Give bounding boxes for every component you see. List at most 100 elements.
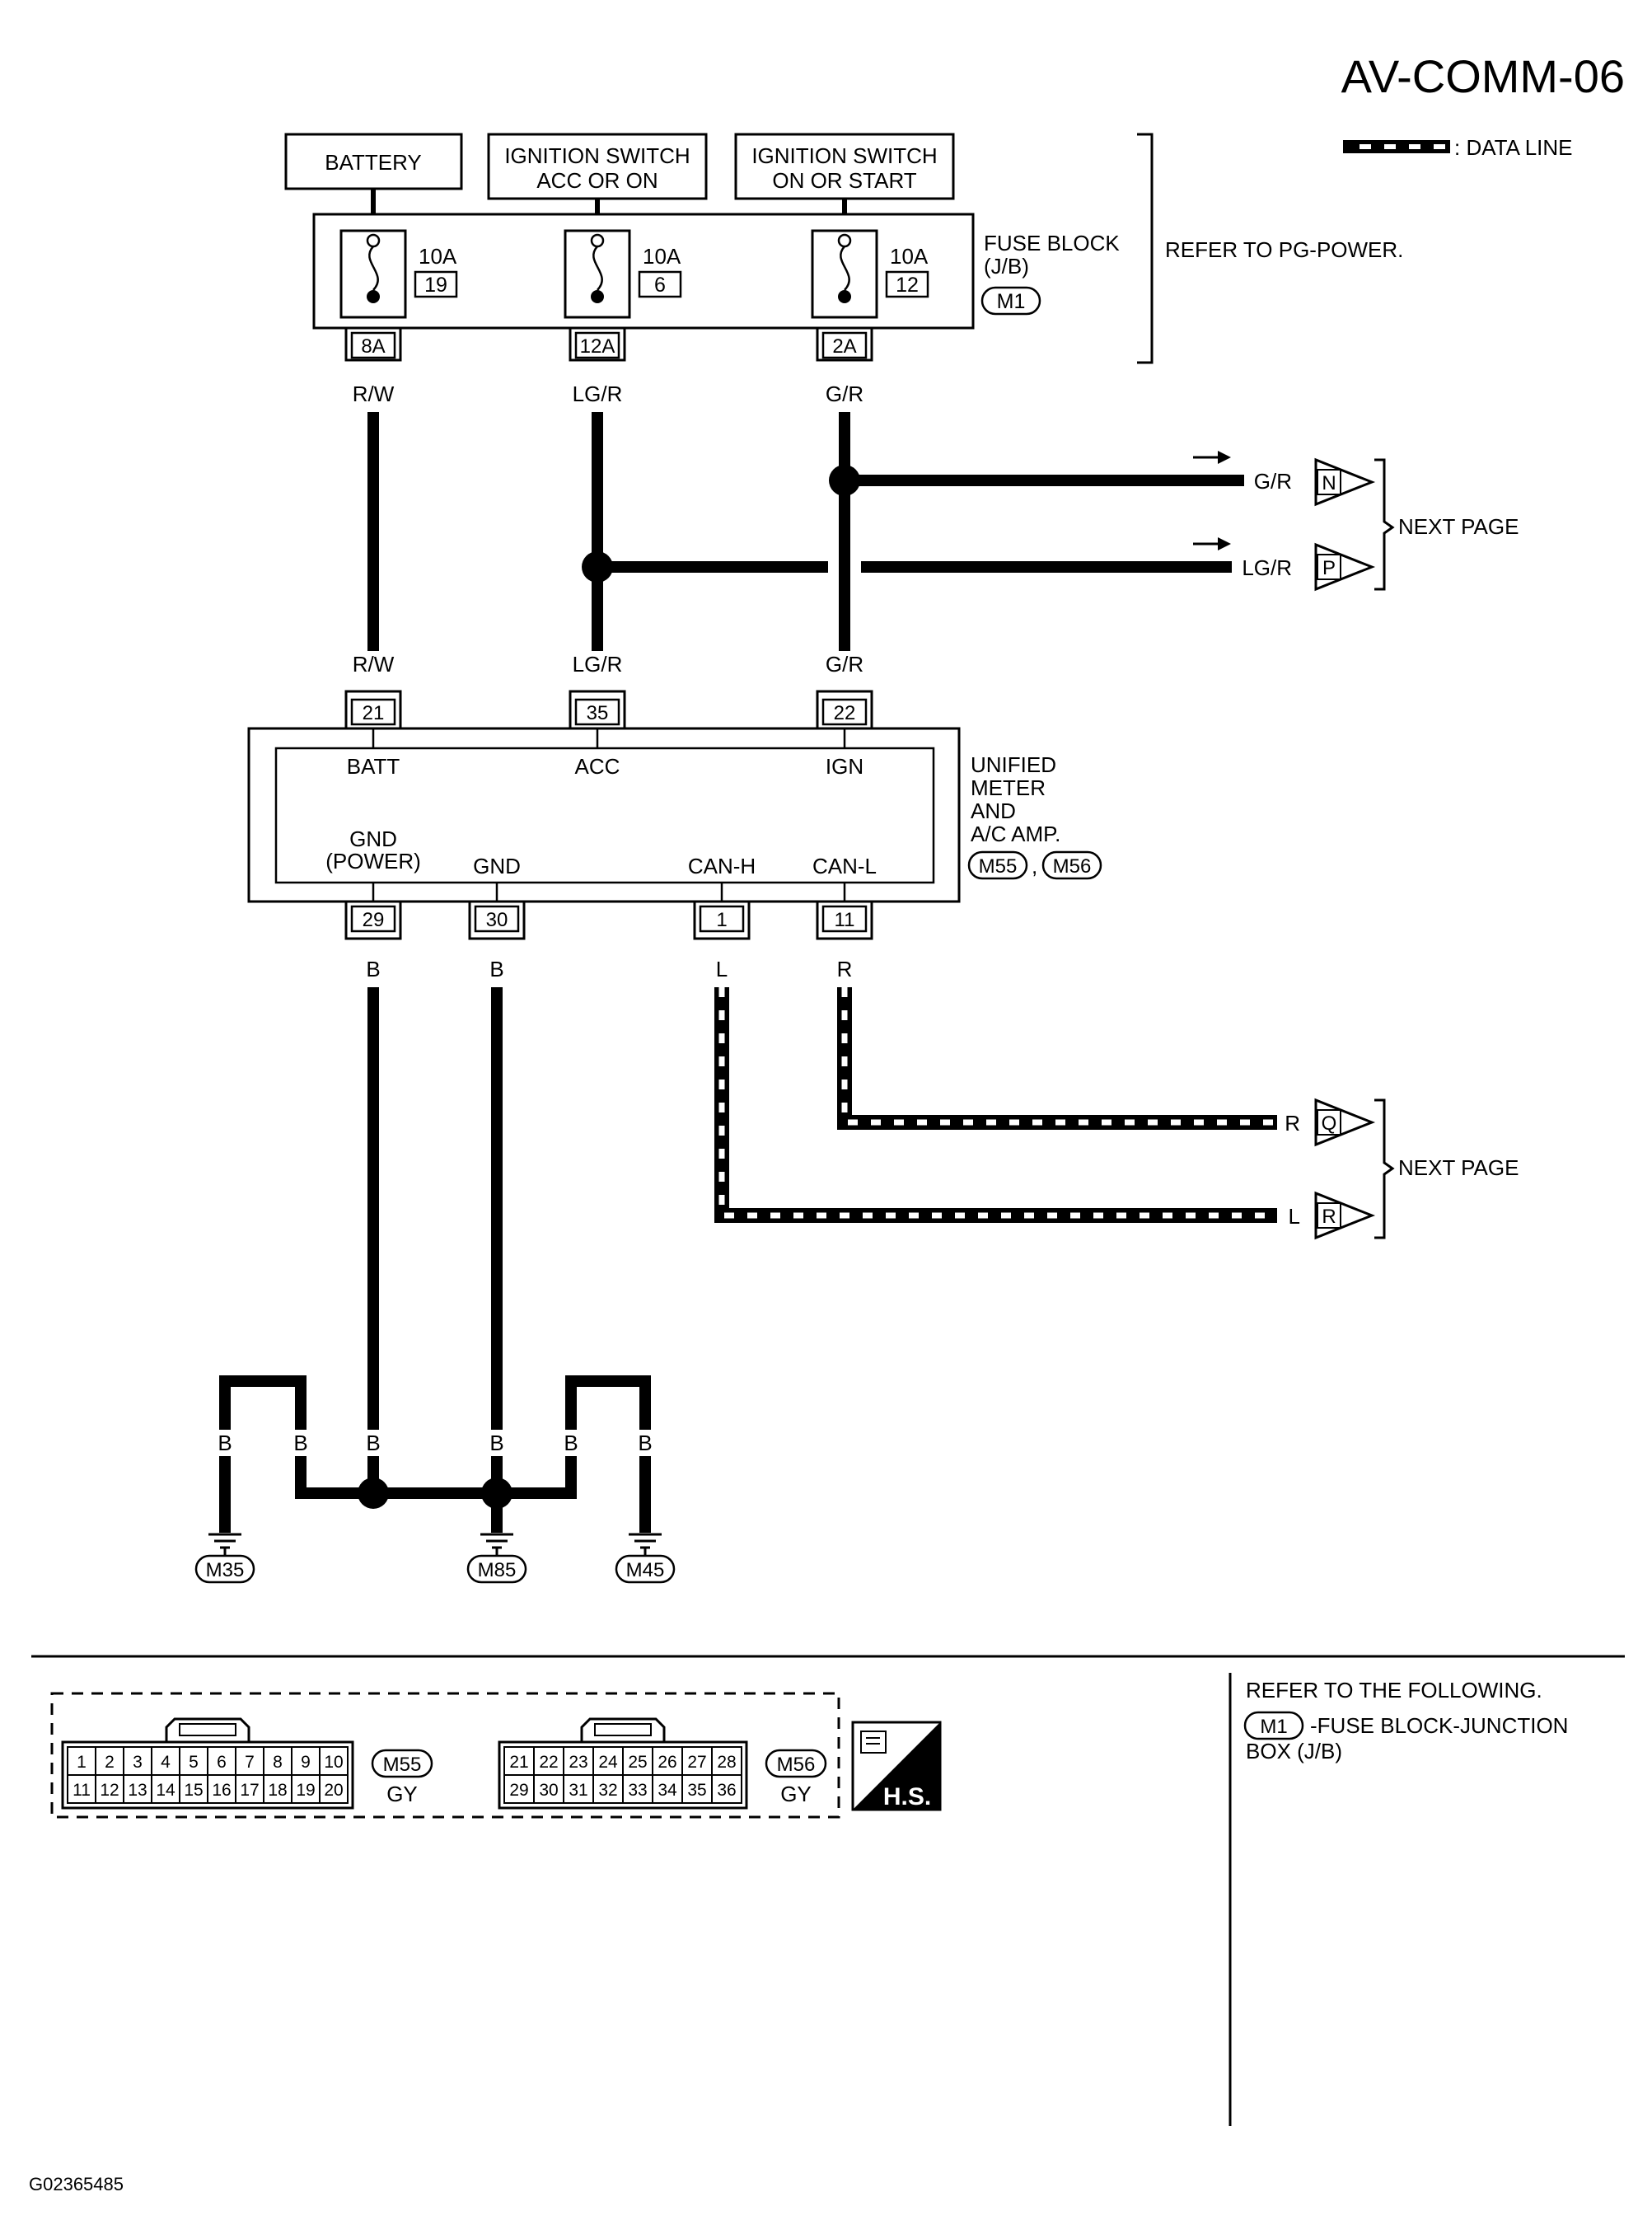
power-source-battery: BATTERY xyxy=(284,133,463,190)
power-source-ignition-acc-line1: IGNITION SWITCH xyxy=(504,143,690,168)
connector-cell-label: 15 xyxy=(184,1781,203,1800)
ground-symbol-m85: M85 xyxy=(466,1533,527,1584)
connector-cell-label: 19 xyxy=(296,1781,315,1800)
connector-p: P xyxy=(1314,542,1376,592)
ground-network xyxy=(206,1375,664,1533)
wire-label-gr-unit: G/R xyxy=(826,652,863,677)
fuse-block-title-line2: (J/B) xyxy=(984,254,1029,279)
connector-cell-label: 5 xyxy=(189,1753,199,1772)
ground-symbol-m45: M45 xyxy=(615,1533,676,1584)
connector-cell-label: 8 xyxy=(273,1753,283,1772)
unit-pin-35-label: 35 xyxy=(587,702,609,724)
fuse-terminal-2a: 2A xyxy=(816,328,873,362)
fuse-19-amp: 10A xyxy=(419,244,457,269)
ground-m45-label: M45 xyxy=(626,1559,665,1581)
connector-cell-label: 31 xyxy=(569,1781,587,1800)
wire-label-gr-top: G/R xyxy=(826,382,863,406)
unit-name-line4: A/C AMP. xyxy=(971,822,1060,846)
connector-cell-label: 35 xyxy=(687,1781,706,1800)
connector-cell-label: 4 xyxy=(161,1753,171,1772)
unit-pin-1: 1 xyxy=(693,902,751,940)
connector-cell-label: 14 xyxy=(156,1781,175,1800)
connector-cell-label: 16 xyxy=(212,1781,231,1800)
unit-pin-21-label: 21 xyxy=(363,702,385,724)
connector-p-label: P xyxy=(1322,557,1336,579)
power-source-battery-label: BATTERY xyxy=(325,150,422,175)
connector-r-label: R xyxy=(1322,1206,1336,1228)
ground-m35-label: M35 xyxy=(206,1559,245,1581)
fuse-block-connector: M1 xyxy=(997,290,1026,313)
wire-label-rw-unit: R/W xyxy=(353,652,395,677)
connector-cell-label: 11 xyxy=(73,1781,91,1800)
connector-cell-label: 28 xyxy=(717,1753,736,1772)
connector-cell-label: 18 xyxy=(268,1781,287,1800)
ground-symbol-m35: M35 xyxy=(194,1533,255,1584)
connector-cell-label: 32 xyxy=(598,1781,617,1800)
fuse-terminal-2a-label: 2A xyxy=(832,335,856,358)
wire-label-b-29: B xyxy=(366,957,380,981)
ground-splice-1 xyxy=(358,1478,389,1509)
unit-pin-22-label: 22 xyxy=(834,702,856,724)
fuse-terminal-12a-label: 12A xyxy=(580,335,615,358)
output-lgr-wire: LG/R xyxy=(1242,555,1292,580)
ground-wire-label-4: B xyxy=(489,1431,503,1455)
unit-pin-11: 11 xyxy=(816,902,873,940)
connector-cell-label: 1 xyxy=(77,1753,87,1772)
connector-cell-label: 9 xyxy=(301,1753,311,1772)
hs-badge-label: H.S. xyxy=(883,1783,931,1810)
fuse-12: 10A 12 xyxy=(811,229,929,319)
next-page-arrow-p xyxy=(1193,537,1231,550)
connector-cell xyxy=(319,1774,349,1804)
reference-m1-line1: -FUSE BLOCK-JUNCTION xyxy=(1310,1713,1568,1738)
connector-cell-label: 33 xyxy=(628,1781,647,1800)
unit-name-line3: AND xyxy=(971,799,1016,823)
next-page-top: NEXT PAGE xyxy=(1398,514,1519,539)
unit-name-line2: METER xyxy=(971,775,1046,800)
connector-cell-label: 36 xyxy=(717,1781,736,1800)
ground-wire-label-6: B xyxy=(638,1431,652,1455)
ground-wire-label-5: B xyxy=(564,1431,578,1455)
unit-pin-29: 29 xyxy=(344,902,402,940)
fuse-block-title-line1: FUSE BLOCK xyxy=(984,231,1120,255)
connector-cell-label: 2 xyxy=(105,1753,115,1772)
wire-label-lgr-unit: LG/R xyxy=(573,652,623,677)
connector-cell-label: 13 xyxy=(128,1781,147,1800)
output-r-wire: R xyxy=(1285,1111,1300,1136)
wire-label-l: L xyxy=(716,957,728,981)
ground-m85-label: M85 xyxy=(478,1559,517,1581)
next-page-bottom: NEXT PAGE xyxy=(1398,1155,1519,1180)
wire-label-b-30: B xyxy=(489,957,503,981)
connector-cell-label: 30 xyxy=(539,1781,558,1800)
power-source-ignition-acc: IGNITION SWITCH ACC OR ON xyxy=(487,133,708,200)
fuse-block-note: REFER TO PG-POWER. xyxy=(1165,237,1403,262)
power-source-ignition-start: IGNITION SWITCH ON OR START xyxy=(734,133,955,200)
fuse-block: 10A 19 10A 6 10A 12 FUSE BLOCK (J/B) M1 xyxy=(312,213,1120,330)
connector-cell-label: 17 xyxy=(240,1781,259,1800)
can-line-r xyxy=(837,987,1277,1130)
ground-wire-label-2: B xyxy=(293,1431,307,1455)
connector-cell-label: 27 xyxy=(687,1753,706,1772)
connector-q-label: Q xyxy=(1322,1112,1337,1135)
reference-m1-line2: BOX (J/B) xyxy=(1246,1739,1342,1763)
unit-connector-m55: M55 xyxy=(979,855,1018,878)
unit-signal-gnd-power-2: (POWER) xyxy=(325,849,421,873)
unit-signal-can-l: CAN-L xyxy=(812,854,877,878)
data-line-legend: : DATA LINE xyxy=(1343,135,1573,160)
unit-signal-batt: BATT xyxy=(347,754,400,779)
unit-name-line1: UNIFIED xyxy=(971,752,1056,777)
power-source-ignition-start-line1: IGNITION SWITCH xyxy=(751,143,937,168)
hs-badge: H.S. xyxy=(851,1721,942,1811)
unit-pin-30: 30 xyxy=(468,902,526,940)
ground-wire-label-3: B xyxy=(366,1431,380,1455)
references-heading: REFER TO THE FOLLOWING. xyxy=(1246,1678,1542,1702)
connector-cell-label: 7 xyxy=(245,1753,255,1772)
reference-m1-connector: M1 xyxy=(1260,1716,1287,1738)
fuse-terminal-8a-label: 8A xyxy=(361,335,385,358)
fuse-6-number: 6 xyxy=(654,274,666,297)
connector-n: N xyxy=(1314,457,1376,507)
connector-view-color: GY xyxy=(386,1782,418,1806)
unit-connector-separator: , xyxy=(1032,854,1037,878)
connector-cell-label: 22 xyxy=(539,1753,558,1772)
